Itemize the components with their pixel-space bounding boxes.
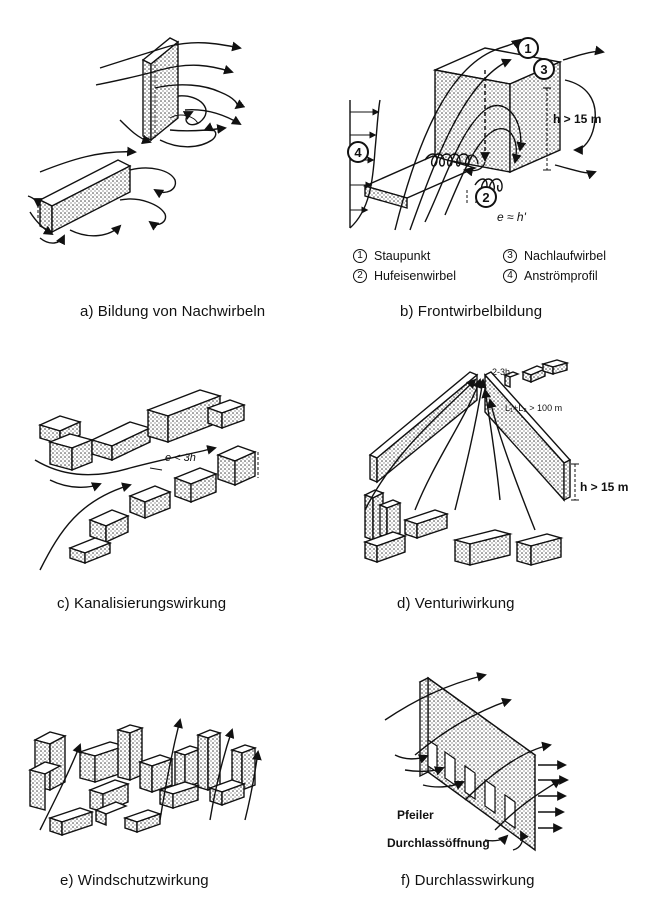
panel-f-opening-label: Durchlassöffnung: [387, 836, 490, 850]
channeling-diagram: [34, 389, 259, 571]
marker-3: 3: [533, 58, 555, 80]
panel-f-caption: f) Durchlasswirkung: [401, 872, 535, 889]
panel-b-caption: b) Frontwirbelbildung: [400, 303, 543, 320]
panel-a: a) Bildung von Nachwirbeln: [0, 0, 320, 320]
panel-c-caption: c) Kanalisierungswirkung: [57, 595, 227, 612]
windbreak-diagram: [28, 718, 262, 836]
panel-c: e < 3h c) Kanalisierungswirkung: [0, 360, 320, 620]
panel-e: e) Windschutzwirkung: [0, 690, 320, 913]
panel-d-height-label: h > 15 m: [580, 480, 629, 494]
panel-d-length-label: L₁+L₂ > 100 m: [505, 403, 563, 413]
passage-diagram: [384, 672, 569, 852]
panel-a-caption: a) Bildung von Nachwirbeln: [80, 303, 266, 320]
marker-4: 4: [347, 141, 369, 163]
panel-f-pfeiler-label: Pfeiler: [397, 808, 434, 822]
panel-c-e-label: e < 3h: [165, 452, 196, 464]
panel-b-height-label: h > 15 m: [553, 112, 602, 126]
panel-d-gap-label: 2-3h: [492, 367, 511, 377]
panel-e-caption: e) Windschutzwirkung: [60, 872, 209, 889]
panel-d: 2-3h L₁+L₂ > 100 m h > 15 m d) Venturiwi…: [325, 359, 650, 620]
marker-2: 2: [475, 186, 497, 208]
panel-b-e-label: e ≈ h': [497, 210, 526, 224]
marker-1: 1: [517, 37, 539, 59]
panel-f: Pfeiler Durchlassöffnung f) Durchlasswir…: [325, 660, 650, 913]
panel-d-caption: d) Venturiwirkung: [397, 595, 515, 612]
wake-vortex-diagram: [27, 37, 246, 246]
venturi-diagram: [362, 359, 579, 566]
